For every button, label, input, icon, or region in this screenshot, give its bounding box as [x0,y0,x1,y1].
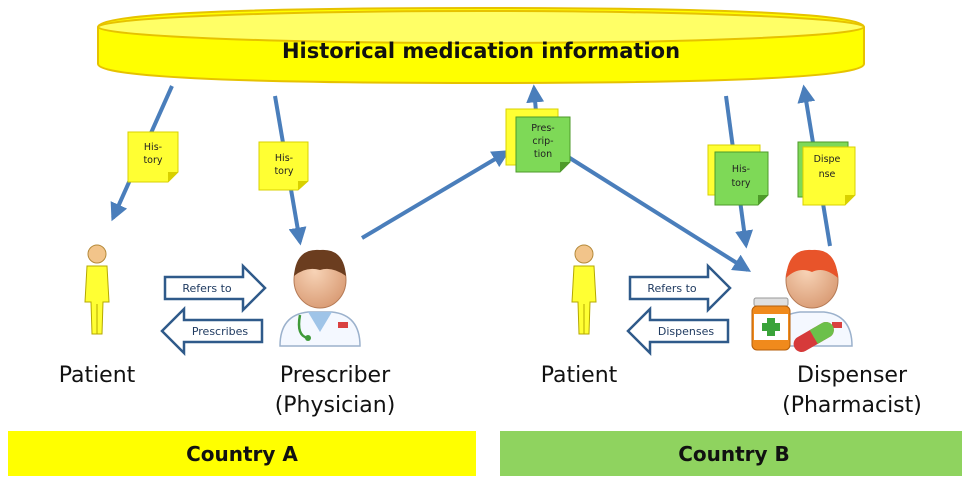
arrow-prescription-to-database [526,84,545,113]
note-dispense-line1: Dispe [814,154,841,165]
note-history-b-line2: tory [731,178,750,189]
country-a-bar: Country A [8,431,476,476]
patient-icon [84,244,110,335]
note-prescription: Pres- crip- tion [505,108,571,173]
arrow-prescription-to-dispenser [563,153,752,272]
note-history-prescriber: His- tory [258,141,309,191]
refers-to-arrow-b: Refers to [628,262,732,314]
note-history-a-line2: tory [143,155,162,166]
note-prescription-line2: crip- [532,136,553,147]
medication-history-database: Historical medication information [97,6,865,85]
note-history-prescriber-line2: tory [274,166,293,177]
country-b-bar: Country B [500,431,962,476]
dispenses-arrow: Dispenses [626,305,730,357]
capsule-icon [793,322,834,352]
patient-icon [571,244,597,335]
dispenser-label: Dispenser [797,363,908,388]
note-history-patient-a: His- tory [127,131,179,183]
physician-label: (Physician) [275,393,396,418]
note-prescription-line1: Pres- [531,123,554,134]
refers-to-label-a: Refers to [182,282,232,295]
dispenses-label: Dispenses [658,325,714,338]
refers-to-arrow-a: Refers to [163,262,267,314]
database-title: Historical medication information [282,39,680,63]
note-history-a-line1: His- [144,142,162,153]
arrow-prescriber-to-prescription [360,150,511,240]
prescribes-arrow: Prescribes [160,305,264,357]
note-history-dispenser: His- tory [707,144,769,206]
note-history-prescriber-line1: His- [275,153,293,164]
prescribes-label: Prescribes [192,325,249,338]
note-history-b-line1: His- [732,164,750,175]
country-a-label: Country A [186,442,298,466]
note-dispense-line2: nse [819,169,836,180]
refers-to-label-b: Refers to [647,282,697,295]
physician-icon [279,249,361,347]
pharmacist-label: (Pharmacist) [782,393,922,418]
patient-a-label: Patient [59,363,136,388]
patient-b-label: Patient [541,363,618,388]
prescriber-label: Prescriber [280,363,391,388]
country-b-label: Country B [678,442,790,466]
note-prescription-line3: tion [534,149,552,160]
pharmacist-icon [751,249,853,352]
pill-bottle-icon [751,297,791,351]
note-dispense: Dispe nse [797,141,856,206]
